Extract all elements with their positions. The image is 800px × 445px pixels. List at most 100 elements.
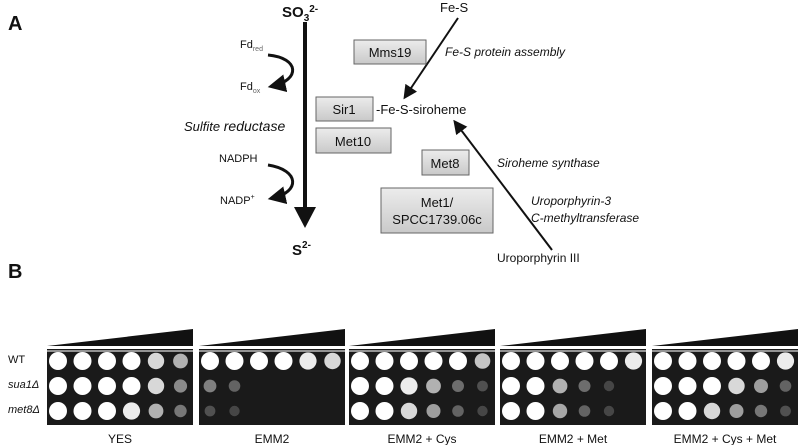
agar-plate [349,349,495,425]
colony-spot [400,352,418,370]
svg-text:Sir1: Sir1 [332,102,355,117]
methyltransferase-label-2: C-methyltransferase [531,211,639,225]
colony-spot [250,352,268,370]
colony-spot [49,377,67,395]
svg-text:Met8: Met8 [431,156,460,171]
svg-text:Met1/: Met1/ [421,195,454,210]
colony-spot [654,402,672,420]
met1-box: Met1/ SPCC1739.06c [380,187,494,234]
colony-spot [449,352,467,370]
svg-text:Mms19: Mms19 [369,45,412,60]
colony-spot [351,352,369,370]
colony-spot [173,353,188,369]
agar-plate [199,349,345,425]
panel-b-label: B [8,261,22,283]
colony-spot [526,377,545,395]
colony-spot [375,377,394,395]
colony-spot [204,405,216,417]
plate-label: EMM2 + Met [539,432,608,445]
colony-spot [274,352,293,370]
colony-spot [400,377,418,395]
nadph-curved-arrow [267,163,295,205]
agar-plate [500,349,646,425]
colony-spot [98,402,116,420]
mms19-box: Mms19 [353,39,427,65]
ferredoxin-curved-arrow [267,53,295,93]
colony-spot [73,352,92,370]
colony-spot [727,352,746,370]
colony-spot [229,405,240,417]
fd-red-label: Fdred [240,39,263,53]
colony-spot [678,402,697,420]
colony-spot [174,404,187,418]
sulfite-label: SO32- [282,4,318,24]
plate-label: EMM2 + Cys [387,432,456,445]
uroporphyrin-arrow [453,119,553,251]
dilution-wedge [500,329,646,346]
colony-spot [578,380,591,392]
row-label-wt: WT [8,354,25,366]
colony-spot [73,377,92,395]
colony-spot [225,352,244,370]
colony-spot [147,377,165,395]
colony-spot [552,378,568,394]
colony-spot [49,352,67,370]
nadp-label: NADP+ [220,194,255,207]
plate-label: EMM2 [255,432,290,445]
colony-spot [780,405,791,417]
colony-spot [752,352,770,370]
sulfite-reductase-label: Sulfite reductase [184,118,285,134]
dilution-wedge [349,329,495,346]
colony-spot [477,405,488,417]
met8-box: Met8 [421,149,470,176]
colony-spot [173,379,188,393]
sulfide-label: S2- [292,240,311,259]
sir1-box: Sir1 [315,96,374,122]
dilution-wedge [199,329,345,346]
colony-spot [654,352,672,370]
colony-spot [502,377,520,395]
colony-spot [122,377,141,395]
colony-spot [754,379,768,393]
colony-spot [678,352,697,370]
plate-label: YES [108,432,132,445]
dilution-wedge [47,329,193,346]
fe-s-arrow [403,17,459,100]
colony-spot [551,352,569,370]
svg-text:SPCC1739.06c: SPCC1739.06c [392,212,482,227]
colony-spot [452,380,464,392]
colony-spot [203,379,217,393]
colony-spot [400,402,418,420]
colony-spot [603,380,615,392]
colony-spot [351,377,369,395]
colony-spot [122,402,141,420]
colony-spot [502,402,520,420]
colony-spot [324,352,341,370]
colony-spot [526,352,545,370]
colony-spot [526,402,545,420]
colony-spot [49,402,67,420]
colony-spot [776,352,795,370]
colony-spot [474,353,491,369]
methyltransferase-label-1: Uroporphyrin-3 [531,194,611,208]
colony-spot [703,377,721,395]
colony-spot [624,352,643,370]
colony-spot [98,352,116,370]
colony-spot [375,352,394,370]
fe-s-siroheme-label: -Fe-S-siroheme [376,102,466,117]
colony-spot [728,377,745,395]
met10-box: Met10 [315,127,392,154]
colony-spot [729,404,744,418]
colony-spot [299,352,317,370]
colony-spot [678,377,697,395]
colony-spot [654,377,672,395]
row-label-met8: met8Δ [8,404,40,416]
colony-spot [228,380,241,392]
colony-spot [73,402,92,420]
colony-spot [375,402,394,420]
colony-spot [351,402,369,420]
colony-spot [502,352,520,370]
colony-spot [426,378,441,394]
